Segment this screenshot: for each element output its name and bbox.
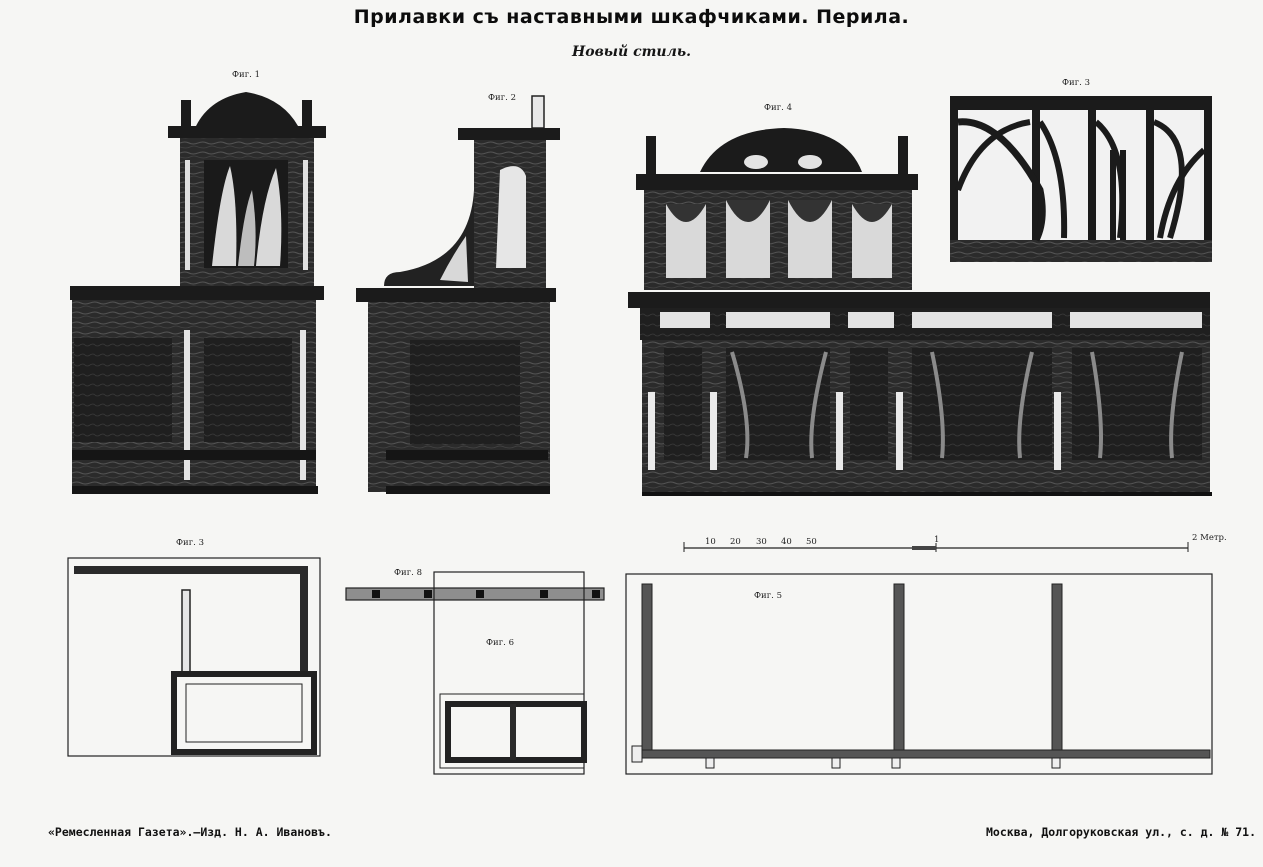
scale-tick-40: 40	[781, 537, 792, 547]
fig3a-caption: Фиг. 3	[176, 538, 204, 548]
fig2-side-drawing	[356, 95, 560, 494]
fig8-fig6-drawing	[345, 571, 605, 775]
fig4-caption: Фиг. 4	[764, 103, 792, 113]
scale-tick-10: 10	[705, 537, 716, 547]
fig3-plan-drawing	[67, 557, 321, 757]
fig1-counter-drawing	[70, 92, 326, 494]
fig5-plan-drawing	[625, 573, 1213, 775]
fig4-counter-drawing	[628, 128, 1212, 496]
fig6-caption: Фиг. 6	[486, 638, 514, 648]
scale-tick-30: 30	[756, 537, 767, 547]
scale-tick-20: 20	[730, 537, 741, 547]
fig8-caption: Фиг. 8	[394, 568, 422, 578]
page-subtitle: Новый стиль.	[572, 44, 691, 60]
scale-bar	[683, 542, 1189, 552]
page-title: Прилавки съ наставными шкафчиками. Перил…	[353, 6, 910, 28]
footer-right: Москва, Долгоруковская ул., с. д. № 71.	[986, 825, 1257, 839]
scale-unit: 2 Метр.	[1192, 533, 1227, 543]
fig3b-caption: Фиг. 3	[1062, 78, 1090, 88]
fig3-railing-drawing	[950, 96, 1212, 262]
fig2-caption: Фиг. 2	[488, 93, 516, 103]
fig1-caption: Фиг. 1	[232, 70, 260, 80]
footer-left: «Ремесленная Газета».—Изд. Н. А. Ивановъ…	[48, 825, 332, 839]
scale-tick-50: 50	[806, 537, 817, 547]
scale-tick-1: 1	[934, 535, 940, 545]
fig5-caption: Фиг. 5	[754, 591, 782, 601]
